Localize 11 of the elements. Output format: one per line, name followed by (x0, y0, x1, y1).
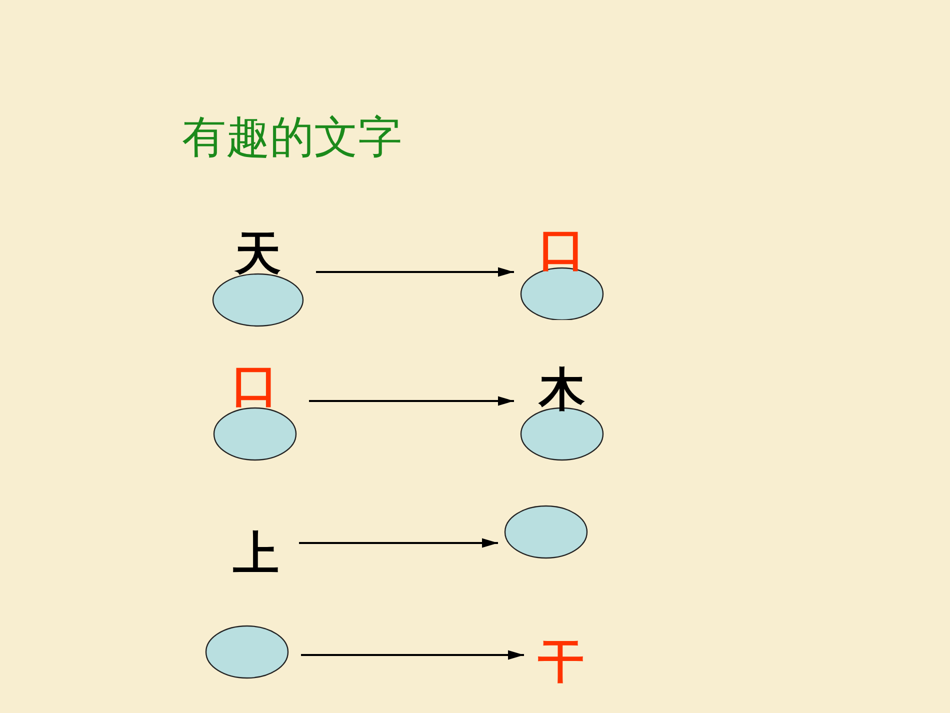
character: 天 (235, 230, 281, 276)
character: 上 (233, 530, 279, 576)
arrow (299, 538, 498, 548)
character: 口 (232, 362, 278, 408)
arrow (301, 650, 524, 660)
character: 干 (538, 638, 584, 684)
arrow (309, 396, 514, 406)
arrow (316, 267, 514, 277)
character: 口 (539, 226, 585, 272)
character: 木 (539, 366, 585, 412)
title: 有趣的文字 (182, 111, 402, 165)
